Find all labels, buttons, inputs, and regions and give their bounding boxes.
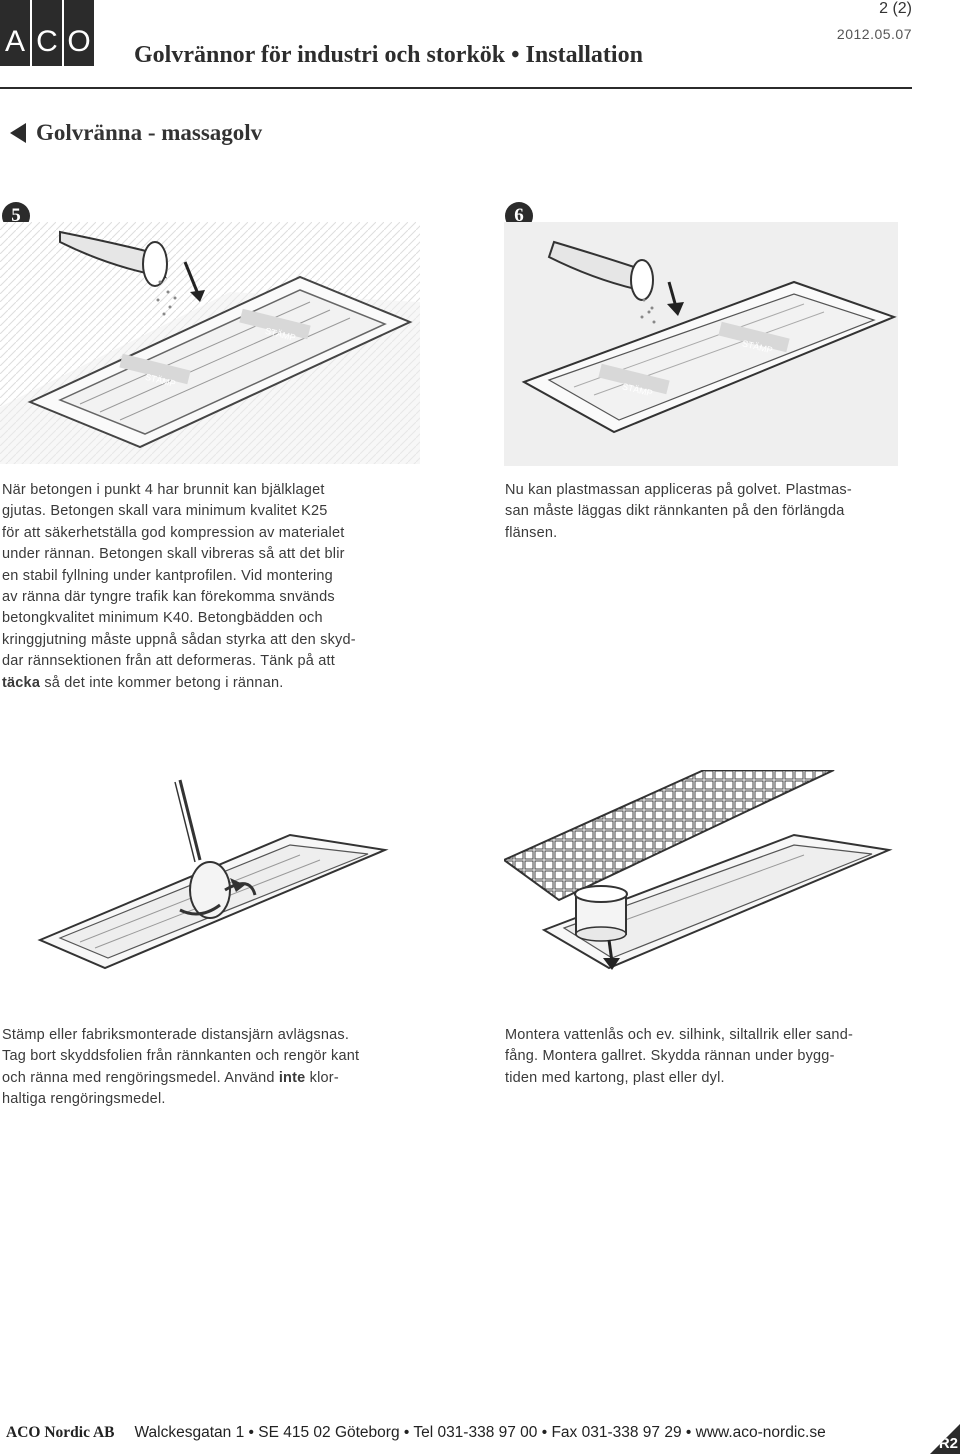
logo-letter-o: O — [67, 25, 91, 58]
step-7-text-emphasis: inte — [278, 1069, 306, 1086]
step-7-text: Stämp eller fabriksmonterade distansjärn… — [2, 1025, 412, 1111]
step-7-text-main: Stämp eller fabriksmonterade distansjärn… — [2, 1027, 360, 1086]
document-date: 2012.05.07 — [836, 26, 912, 42]
page-number: 2 (2) — [879, 0, 912, 17]
section-title: Golvränna - massagolv — [36, 120, 263, 145]
footer-company: ACO Nordic AB — [6, 1424, 115, 1441]
step-8-illustration — [504, 770, 896, 1010]
document-title: Golvrännor för industri och storkök • In… — [134, 42, 643, 68]
footer-address: Walckesgatan 1 • SE 415 02 Göteborg • Te… — [134, 1424, 826, 1441]
corner-label: R2 — [930, 1424, 960, 1454]
step-5-illustration: STÄMP STÄMP — [0, 222, 420, 464]
step-7-illustration — [0, 770, 396, 1010]
step-7-text-end: klor- haltiga rengöringsmedel. — [2, 1069, 339, 1108]
logo-letter-c: C — [36, 25, 58, 58]
step-5-text-emphasis: täcka — [2, 674, 41, 691]
footer: ACO Nordic AB Walckesgatan 1 • SE 415 02… — [6, 1424, 826, 1442]
step-5-text: När betongen i punkt 4 har brunnit kan b… — [2, 480, 402, 694]
header-divider — [0, 87, 912, 89]
aco-logo: A C O — [0, 0, 96, 70]
step-5-text-end: så det inte kommer betong i rännan. — [40, 674, 284, 691]
back-arrow-icon — [10, 123, 26, 143]
section-heading: Golvränna - massagolv — [10, 120, 262, 146]
step-6-text: Nu kan plastmassan appliceras på golvet.… — [505, 482, 852, 541]
step-8-text: Montera vattenlås och ev. silhink, silta… — [505, 1027, 853, 1086]
logo-letter-a: A — [4, 25, 25, 58]
step-6-illustration: STÄMP STÄMP — [504, 222, 898, 466]
step-5-text-main: När betongen i punkt 4 har brunnit kan b… — [2, 482, 356, 670]
